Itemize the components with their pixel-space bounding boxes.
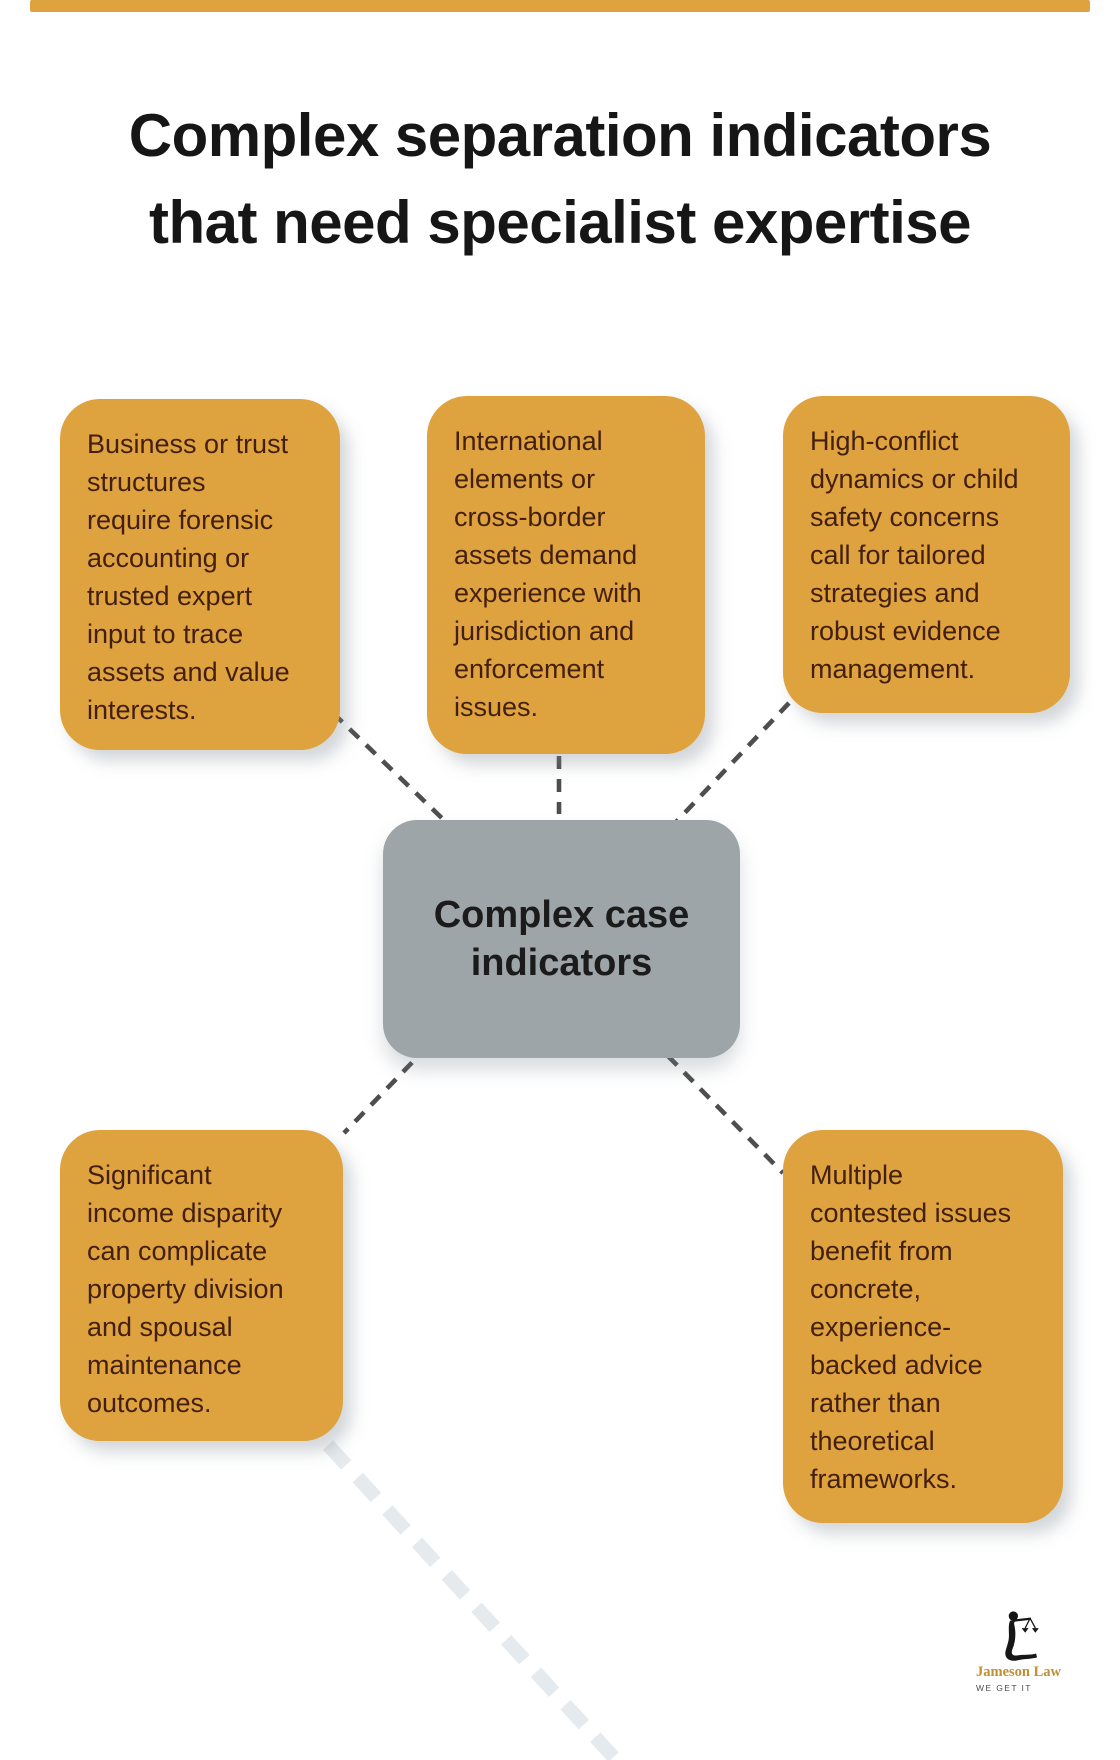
page-title: Complex separation indicators that need … [0, 92, 1120, 266]
connector-line-botright [666, 1054, 785, 1175]
indicator-box-high-conflict: High-conflict dynamics or child safety c… [783, 396, 1070, 713]
indicator-box-multiple-issues: Multiple contested issues benefit from c… [783, 1130, 1063, 1523]
jameson-law-logo: Jameson Law WE GET IT [976, 1610, 1061, 1693]
connector-line-botleft [342, 1044, 430, 1135]
logo-tagline: WE GET IT [976, 1683, 1032, 1693]
page-title-line2: that need specialist expertise [148, 189, 972, 256]
page-title-line1: Complex separation indicators [128, 102, 992, 169]
indicator-box-business-trust: Business or trust structures require for… [60, 399, 340, 750]
center-node-complex-case-indicators: Complex case indicators [383, 820, 740, 1058]
connector-line-topright [674, 701, 791, 824]
connector-line-topleft [331, 711, 450, 826]
lady-justice-icon [1005, 1611, 1039, 1661]
top-accent-bar [30, 0, 1090, 12]
logo-name: Jameson Law [976, 1664, 1061, 1680]
indicator-box-income-disparity: Significant income disparity can complic… [60, 1130, 343, 1441]
indicator-box-international: International elements or cross-border a… [427, 396, 705, 754]
